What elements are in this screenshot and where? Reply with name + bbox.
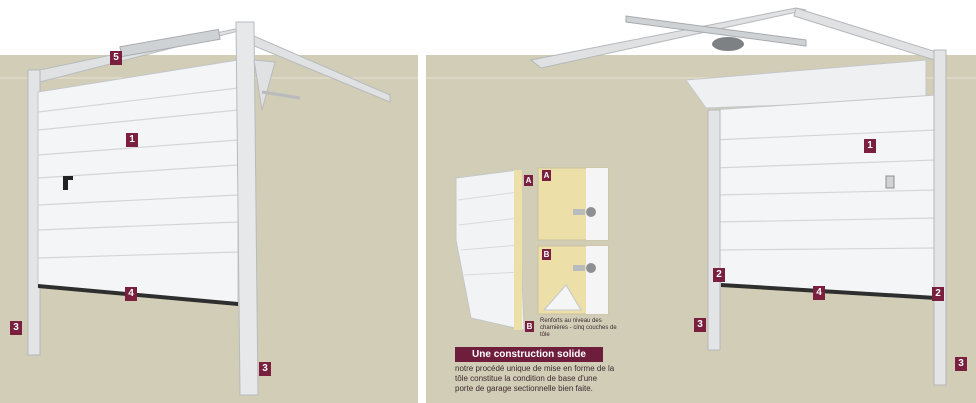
panel-divider — [418, 0, 426, 403]
reinforcement-note: Renforts au niveau des charnières - cinq… — [540, 318, 617, 338]
badge-3-right: 3 — [259, 362, 271, 376]
badge-3-left: 3 — [694, 318, 706, 332]
right-door-illustration — [426, 0, 976, 403]
right-door-drawing — [426, 0, 976, 403]
badge-1: 1 — [126, 133, 138, 147]
badge-3-left: 3 — [10, 321, 22, 335]
label-b-arrow: B — [525, 321, 534, 332]
label-a-box: A — [542, 170, 551, 181]
left-door-illustration — [0, 0, 418, 403]
badge-4: 4 — [125, 287, 137, 301]
caption-text: notre procédé unique de mise en forme de… — [455, 364, 615, 393]
badge-2-right: 2 — [932, 287, 944, 301]
caption-title: Une construction solide — [455, 347, 603, 362]
label-b-box: B — [542, 249, 551, 260]
badge-1: 1 — [864, 139, 876, 153]
badge-2-left: 2 — [713, 268, 725, 282]
badge-3-right: 3 — [955, 357, 967, 371]
label-a-arrow: A — [524, 175, 533, 186]
badge-4: 4 — [813, 286, 825, 300]
badge-5: 5 — [110, 51, 122, 65]
left-door-drawing — [0, 0, 418, 403]
